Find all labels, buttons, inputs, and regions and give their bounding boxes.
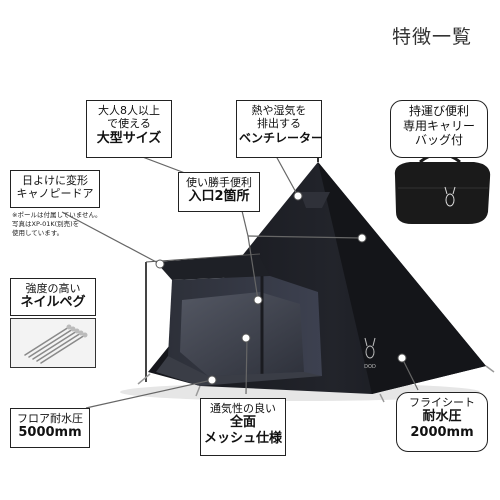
feature-peg-line1: 強度の高い [25,282,81,295]
canopy-edge [145,253,261,263]
canopy-note-line1: ※ポールは付属していません。 [12,211,102,219]
brand-label: DOD [364,364,376,370]
feature-vent-line3: ベンチレーター [239,130,324,145]
canopy-door [156,254,270,280]
feature-floor: フロア耐水圧 5000mm [10,408,90,448]
feature-entrance-line2: 入口2箇所 [188,189,250,205]
page-title: 特徴一覧 [392,26,473,48]
feature-floor-line1: フロア耐水圧 [17,412,83,425]
canopy-note: ※ポールは付属していません。 写真はXP-01K(別売)を 使用しています。 [12,211,102,237]
dod-logo: DOD [364,337,376,370]
feature-carry-bag: 持運び便利 専用キャリー バッグ付 [390,100,488,158]
feature-canopy-door: 日よけに変形 キャノピードア [10,170,100,208]
feature-large-line2: で使える [107,117,151,131]
feature-large-size: 大人8人以上 で使える 大型サイズ [86,100,172,158]
canopy-note-line2: 写真はXP-01K(別売)を [12,219,80,228]
feature-large-line3: 大型サイズ [96,130,162,146]
feature-peg-line2: ネイルペグ [20,295,86,311]
feature-bag-line3: バッグ付 [414,133,463,148]
feature-ventilator: 熱や湿気を 排出する ベンチレーター [236,100,324,158]
feature-bag-line2: 専用キャリー [402,118,475,133]
feature-canopy-line2: キャノピードア [16,187,94,201]
feature-fly-sheet: フライシート 耐水圧 2000mm [396,392,488,452]
feature-large-line1: 大人8人以上 [98,104,160,117]
ventilator [300,192,330,208]
tent-floor [156,356,322,386]
feature-fly-line1: フライシート [409,396,475,409]
feature-vent-line2: 排出する [257,117,301,131]
feature-mesh-line3: メッシュ仕様 [203,431,282,447]
bag-logo [445,193,455,207]
mesh-panel [180,292,304,376]
feature-bag-line1: 持運び便利 [408,104,469,118]
peg-illustration [24,324,88,364]
canopy-note-line3: 使用しています。 [12,228,64,237]
carry-bag [394,152,491,224]
feature-canopy-line1: 日よけに変形 [22,174,88,187]
ground-stakes [137,365,495,403]
feature-fly-line2: 耐水圧 [422,409,462,425]
peg-photo [10,318,96,368]
feature-floor-line2: 5000mm [18,425,82,441]
feature-fly-line3: 2000mm [410,425,474,441]
feature-mesh: 通気性の良い 全面 メッシュ仕様 [200,398,286,456]
tent-side-panel [318,162,486,394]
feature-vent-line1: 熱や湿気を [251,104,307,117]
feature-mesh-line1: 通気性の良い [210,402,276,415]
feature-entrance: 使い勝手便利 入口2箇所 [178,172,260,212]
feature-entrance-line1: 使い勝手便利 [186,176,252,189]
feature-nail-peg: 強度の高い ネイルペグ [10,278,96,316]
feature-mesh-line2: 全面 [229,415,256,431]
